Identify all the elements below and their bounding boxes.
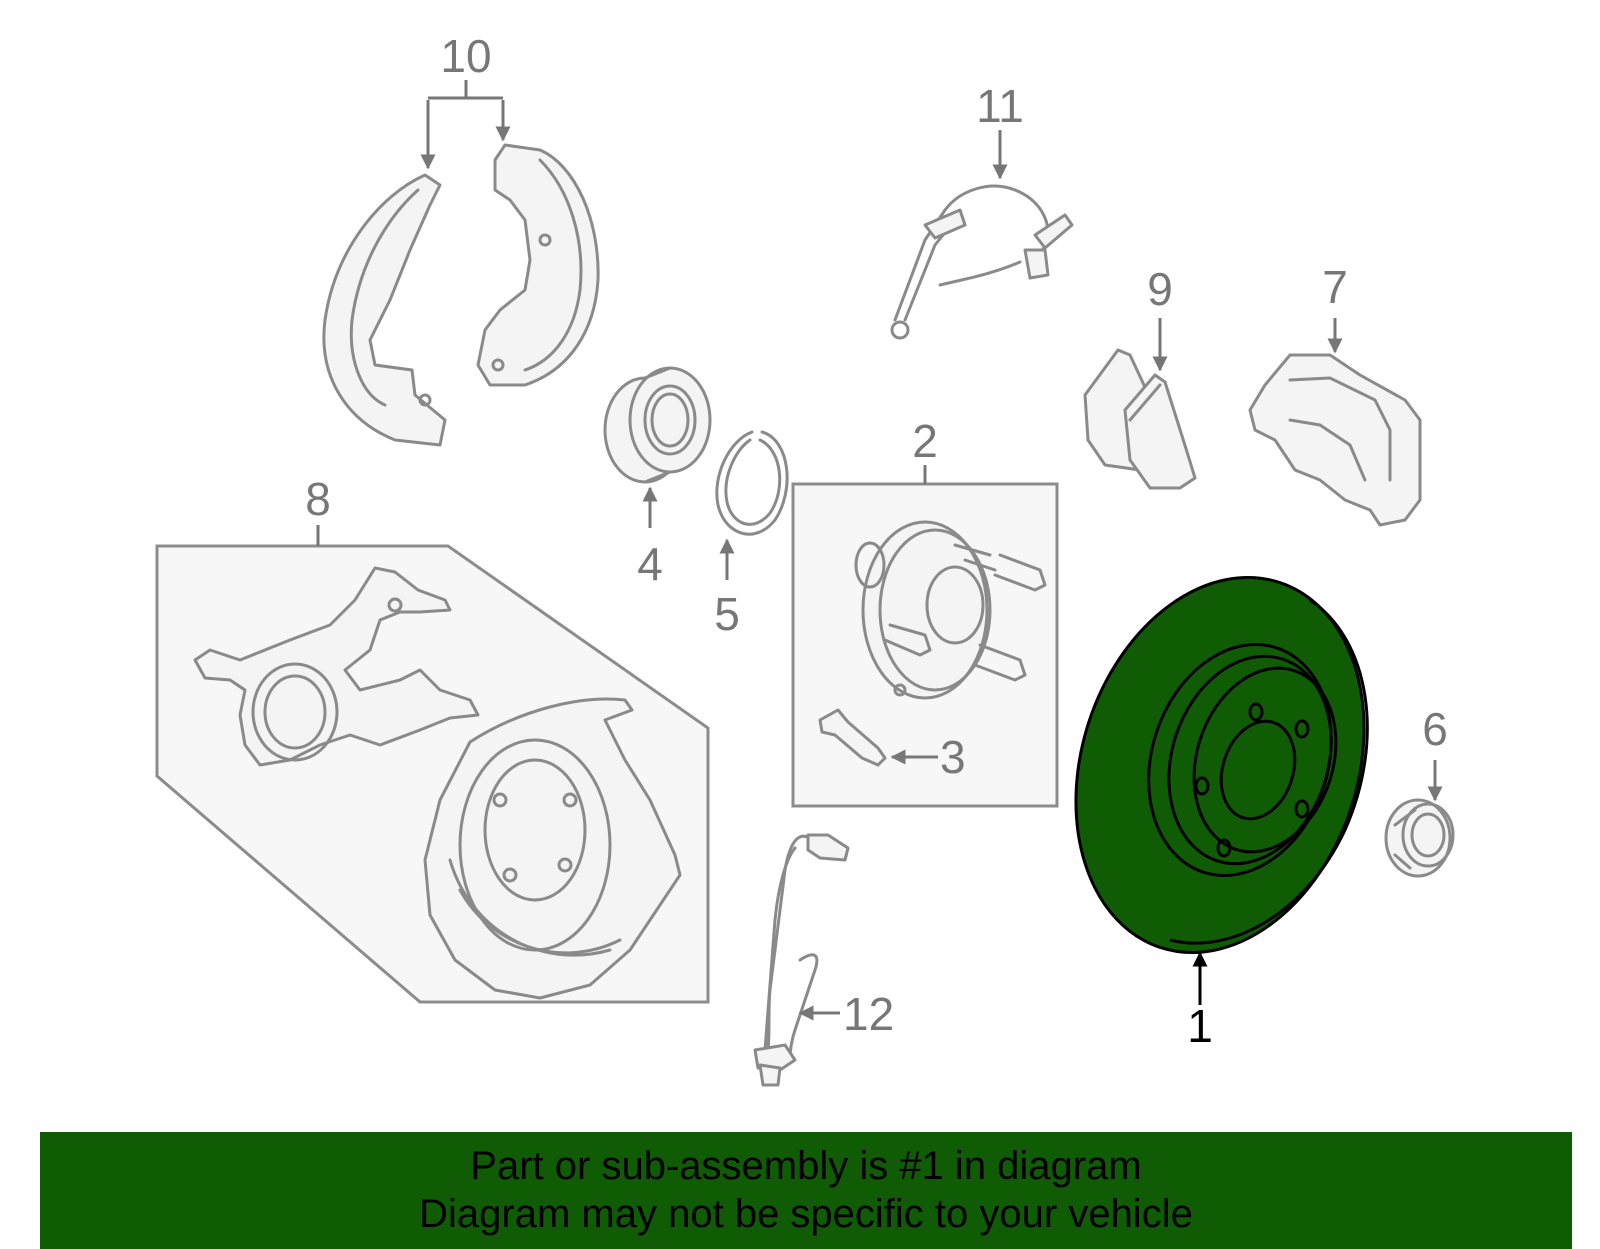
wheel-stud[interactable] [818, 708, 887, 767]
callout-10: 10 [440, 30, 491, 82]
callout-11: 11 [976, 80, 1024, 132]
knuckle-backing-plate[interactable] [193, 566, 682, 1000]
brake-pad-set[interactable] [1083, 348, 1197, 490]
callout-2: 2 [912, 415, 938, 467]
abs-sensor[interactable] [890, 184, 1074, 340]
callout-9: 9 [1147, 263, 1173, 315]
callout-7: 7 [1322, 261, 1348, 313]
banner-line-2: Diagram may not be specific to your vehi… [419, 1192, 1193, 1236]
wheel-bearing[interactable] [603, 366, 712, 484]
caliper-bracket[interactable] [1248, 353, 1422, 527]
wear-sensor-wire[interactable] [753, 833, 850, 1087]
snap-ring[interactable] [715, 430, 789, 536]
brake-rotor[interactable] [1029, 540, 1410, 990]
brake-shoe-set[interactable] [322, 143, 600, 447]
callout-8: 8 [305, 473, 331, 525]
hub-assembly[interactable] [854, 520, 1047, 700]
banner-line-1: Part or sub-assembly is #1 in diagram [470, 1144, 1142, 1188]
hub-nut[interactable] [1384, 798, 1455, 878]
callout-12: 12 [843, 988, 894, 1040]
callout-1: 1 [1187, 1000, 1213, 1052]
callout-3: 3 [940, 731, 966, 783]
callout-6: 6 [1422, 703, 1448, 755]
callout-5: 5 [714, 588, 740, 640]
callout-4: 4 [637, 538, 663, 590]
info-banner: Part or sub-assembly is #1 in diagram Di… [40, 1132, 1572, 1249]
